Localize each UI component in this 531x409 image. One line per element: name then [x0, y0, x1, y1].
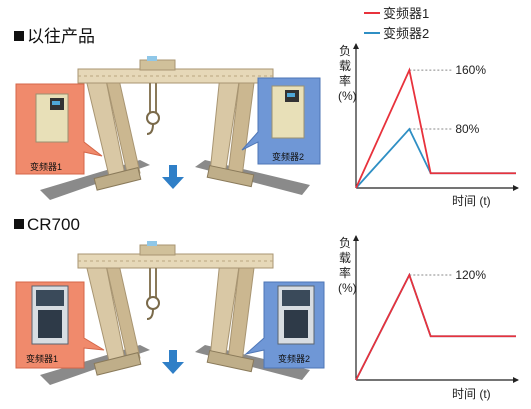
- section-title-previous-text: 以往产品: [27, 27, 95, 46]
- bullet-square-icon: [14, 31, 24, 41]
- chart-2-series-1-line: [355, 272, 516, 381]
- chart-1-y-arrow: [353, 43, 359, 49]
- section-title-previous: 以往产品: [14, 22, 95, 47]
- callout-left-previous: [15, 83, 103, 175]
- callout-right-cr700-label: 变频器2: [278, 354, 311, 364]
- callout-left-cr700-label: 变频器1: [26, 354, 59, 364]
- chart-2-y-arrow: [353, 235, 359, 241]
- crane-illustration-cr700: [40, 241, 310, 385]
- chart-1-xlabel: 时间 (t): [452, 194, 491, 208]
- chart-1-annotation-1: 160%: [455, 63, 486, 77]
- crane-illustration-previous: [40, 56, 310, 200]
- legend-item-1: 变频器1: [364, 3, 429, 22]
- callout-right-previous: [241, 77, 321, 165]
- down-arrow-icon: [162, 165, 184, 189]
- down-arrow-icon: [162, 350, 184, 374]
- hook-icon: [146, 296, 160, 310]
- section-title-cr700: CR700: [14, 215, 80, 235]
- callout-left-cr700: [15, 281, 105, 369]
- callout-right-previous-label: 变频器2: [272, 152, 305, 162]
- bullet-square-icon: [14, 219, 24, 229]
- chart-2-ylabel: 负载率(%): [338, 236, 357, 295]
- chart-1: 负载率(%) 160% 80% 时间 (t): [336, 40, 526, 210]
- callout-left-previous-label: 变频器1: [30, 162, 63, 172]
- legend-label-1: 变频器1: [383, 6, 430, 21]
- crane-trolley: [139, 244, 176, 256]
- hook-icon: [146, 111, 160, 125]
- legend-item-2: 变频器2: [364, 23, 429, 42]
- legend: 变频器1 变频器2: [364, 3, 429, 42]
- callout-right-cr700: [244, 281, 325, 369]
- chart-1-ylabel: 负载率(%): [338, 44, 357, 103]
- crane-trolley: [139, 59, 176, 71]
- chart-1-plot: 160% 80%: [353, 43, 519, 191]
- legend-swatch-2: [364, 31, 380, 34]
- chart-2-xlabel: 时间 (t): [452, 387, 491, 401]
- section-title-cr700-text: CR700: [27, 215, 80, 234]
- chart-2-series-2-line: [355, 272, 516, 381]
- chart-1-x-arrow: [513, 185, 519, 191]
- chart-2-x-arrow: [513, 377, 519, 383]
- chart-1-series-2-line: [355, 127, 516, 189]
- chart-2-plot: 120%: [353, 235, 519, 383]
- chart-1-annotation-2: 80%: [455, 122, 479, 136]
- chart-1-series-1-line: [355, 67, 516, 189]
- chart-2-annotation-1: 120%: [455, 268, 486, 282]
- chart-2: 负载率(%) 120% 时间 (t): [336, 232, 526, 404]
- legend-label-2: 变频器2: [383, 26, 430, 41]
- legend-swatch-1: [364, 11, 380, 14]
